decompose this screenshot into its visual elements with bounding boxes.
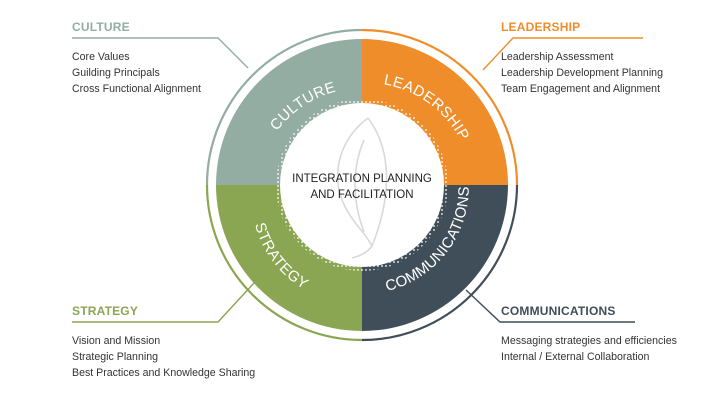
- communications-connector: [465, 289, 635, 323]
- communications-heading: COMMUNICATIONS: [501, 304, 616, 318]
- list-item: Strategic Planning: [72, 351, 158, 363]
- communications-list: Messaging strategies and efficiencies In…: [501, 333, 677, 365]
- list-item: Best Practices and Knowledge Sharing: [72, 367, 256, 379]
- list-item: Leadership Assessment: [501, 51, 614, 63]
- outer-rings: [205, 28, 519, 342]
- list-item: Internal / External Collaboration: [501, 351, 650, 363]
- list-item: Leadership Development Planning: [501, 67, 663, 79]
- strategy-list: Vision and Mission Strategic Planning Be…: [72, 333, 255, 381]
- list-item: Guilding Principals: [72, 67, 160, 79]
- culture-connector: [72, 37, 249, 69]
- list-item: Cross Functional Alignment: [72, 83, 201, 95]
- list-item: Team Engagement and Alignment: [501, 83, 661, 95]
- culture-heading: CULTURE: [72, 20, 130, 34]
- list-item: Core Values: [72, 51, 130, 63]
- center-title-line1: INTEGRATION PLANNING: [292, 173, 432, 185]
- culture-list: Core Values Guilding Principals Cross Fu…: [72, 49, 201, 97]
- center-title-line2: AND FACILITATION: [310, 189, 413, 201]
- list-item: Messaging strategies and efficiencies: [501, 335, 677, 347]
- leadership-heading: LEADERSHIP: [501, 20, 581, 34]
- strategy-connector: [72, 282, 255, 323]
- leadership-connector: [482, 37, 643, 71]
- center-circle: [280, 103, 444, 267]
- strategy-heading: STRATEGY: [72, 304, 139, 318]
- leadership-list: Leadership Assessment Leadership Develop…: [501, 49, 663, 97]
- leaf-watermark-icon: [336, 117, 388, 259]
- list-item: Vision and Mission: [72, 335, 161, 347]
- connector-lines: [72, 37, 643, 323]
